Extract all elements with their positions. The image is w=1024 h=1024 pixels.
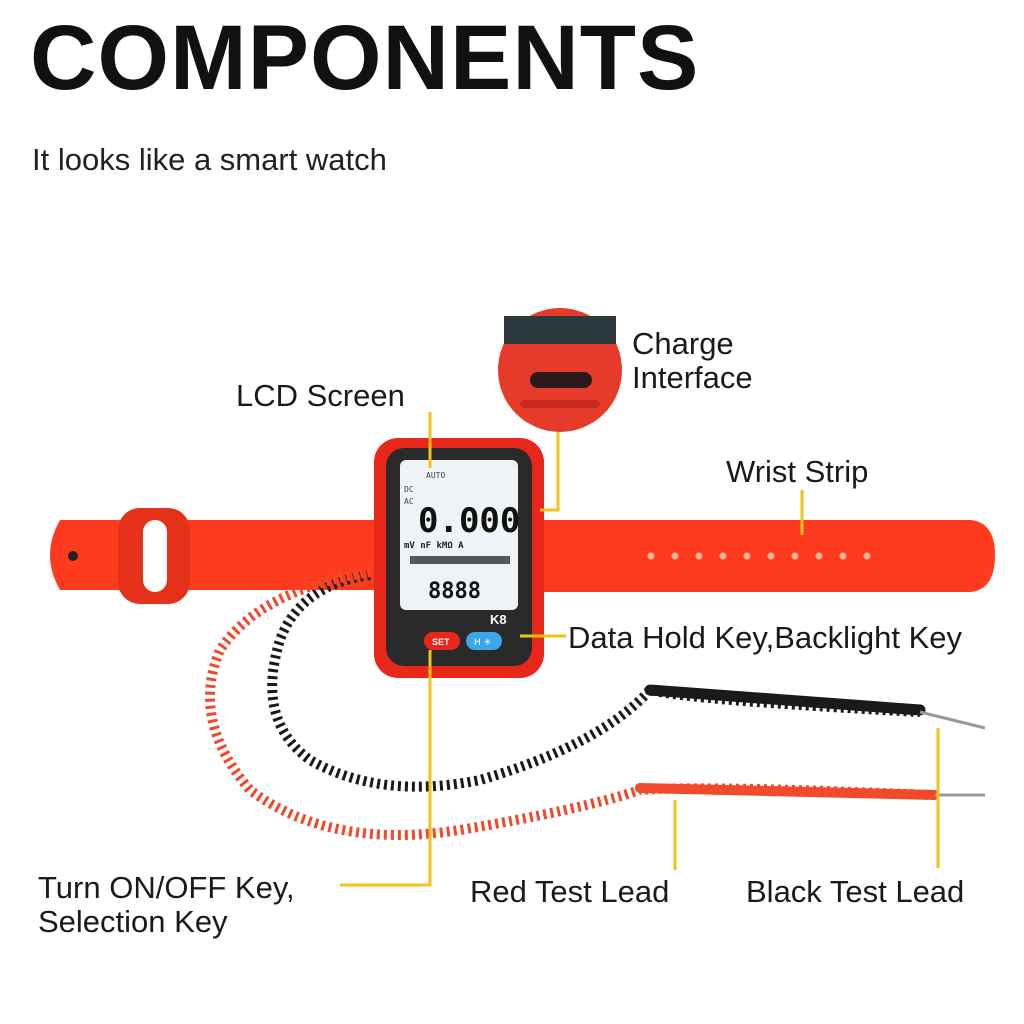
leader-lines	[340, 412, 940, 887]
svg-text:SET: SET	[432, 637, 450, 647]
page-title: COMPONENTS	[30, 7, 700, 109]
red-test-lead	[205, 567, 985, 840]
lcd-mode-dc: DC	[404, 485, 414, 494]
strap-left	[50, 520, 380, 590]
strap-right	[520, 520, 995, 592]
hold-button	[466, 632, 502, 650]
leader-onoff	[340, 650, 432, 887]
label-data-hold-key: Data Hold Key,Backlight Key	[568, 620, 963, 655]
label-black-test-lead: Black Test Lead	[746, 874, 965, 909]
lcd-mode-auto: AUTO	[426, 471, 445, 480]
lcd-main-reading: 0.000	[418, 501, 520, 541]
lcd-bargraph	[410, 556, 510, 564]
multimeter-body: AUTO DC AC 0.000 mV nF kMΩ A 8888 K8 SET…	[374, 438, 544, 678]
label-turn-on-off-2: Selection Key	[38, 904, 228, 939]
lcd-mode-ac: AC	[404, 497, 414, 506]
label-charge-interface-2: Interface	[632, 360, 753, 395]
label-wrist-strip: Wrist Strip	[726, 454, 869, 489]
strap-loop-hole	[143, 520, 167, 592]
charge-interface-zoom	[498, 308, 622, 432]
wrist-strap	[50, 508, 995, 604]
label-red-test-lead: Red Test Lead	[470, 874, 670, 909]
strap-pin	[68, 551, 78, 561]
black-test-lead	[267, 570, 986, 792]
strap-holes	[647, 552, 871, 560]
hold-button-icon: H ✳	[474, 638, 492, 648]
lcd-sub-reading: 8888	[428, 579, 481, 604]
page-subtitle: It looks like a smart watch	[32, 142, 387, 177]
label-turn-on-off-1: Turn ON/OFF Key,	[38, 870, 295, 905]
label-charge-interface-1: Charge	[632, 326, 734, 361]
label-lcd-screen: LCD Screen	[236, 378, 405, 413]
lcd-units: mV nF kMΩ A	[404, 541, 464, 551]
set-button	[424, 632, 460, 650]
device-model: K8	[490, 612, 507, 627]
lcd-screen	[400, 460, 518, 610]
leader-charge	[540, 432, 560, 512]
